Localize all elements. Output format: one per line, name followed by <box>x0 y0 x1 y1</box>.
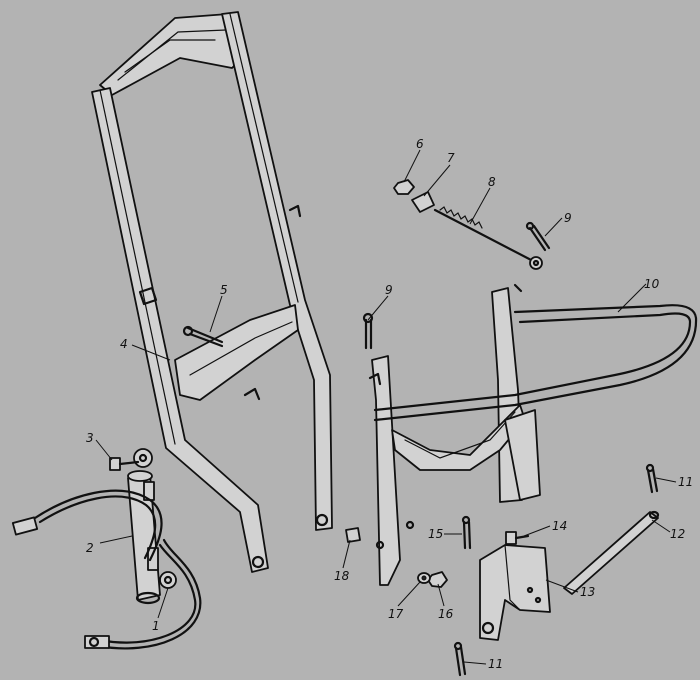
callout-11-upper: 11 <box>678 475 693 489</box>
callout-18: 18 <box>334 569 350 583</box>
cotter-pin-part-15 <box>461 515 472 550</box>
hydraulic-hoses <box>11 489 202 650</box>
pin-part-12 <box>563 510 660 595</box>
callout-1: 1 <box>152 619 160 633</box>
callout-labels: 1 2 3 4 5 6 7 8 9 9 10 11 11 12 13 14 15… <box>86 137 693 671</box>
callout-15: 15 <box>428 527 443 541</box>
callout-2: 2 <box>86 541 94 555</box>
nut-part-6 <box>393 179 415 195</box>
callout-6: 6 <box>416 137 424 151</box>
cotter-pin-part-11-upper <box>645 463 659 494</box>
washer-part-17 <box>417 572 431 584</box>
front-frame-part-10 <box>368 283 698 586</box>
callout-10: 10 <box>644 277 660 291</box>
bushing-part-1 <box>159 571 177 589</box>
callout-9-upper: 9 <box>564 211 572 225</box>
nut-part-16 <box>427 571 448 588</box>
callout-3: 3 <box>86 431 94 445</box>
cotter-pin-part-5 <box>182 325 224 348</box>
callout-11-lower: 11 <box>488 657 503 671</box>
washer-part-7 <box>411 191 435 213</box>
callout-14: 14 <box>552 519 567 533</box>
callout-7: 7 <box>447 151 455 165</box>
bolt-part-18 <box>345 527 361 543</box>
bolt-part-14 <box>505 531 530 545</box>
callout-13: 13 <box>580 585 595 599</box>
callout-9-lower: 9 <box>385 283 393 297</box>
bracket-part-13 <box>479 544 551 641</box>
spring-rod-part-8 <box>433 206 543 270</box>
callout-5: 5 <box>220 283 228 297</box>
callout-8: 8 <box>488 175 496 189</box>
hydraulic-cylinder-part-2 <box>127 448 177 605</box>
callout-16: 16 <box>438 607 454 621</box>
callout-4: 4 <box>120 337 128 351</box>
rear-frame-part-4 <box>91 11 333 573</box>
bolt-part-3 <box>109 457 140 471</box>
callout-12: 12 <box>670 527 685 541</box>
cotter-pin-part-9-upper <box>525 221 551 252</box>
leader-lines <box>95 149 677 665</box>
cotter-pin-part-9-lower <box>362 312 374 350</box>
callout-17: 17 <box>388 607 404 621</box>
cotter-pin-part-11-lower <box>453 641 467 677</box>
